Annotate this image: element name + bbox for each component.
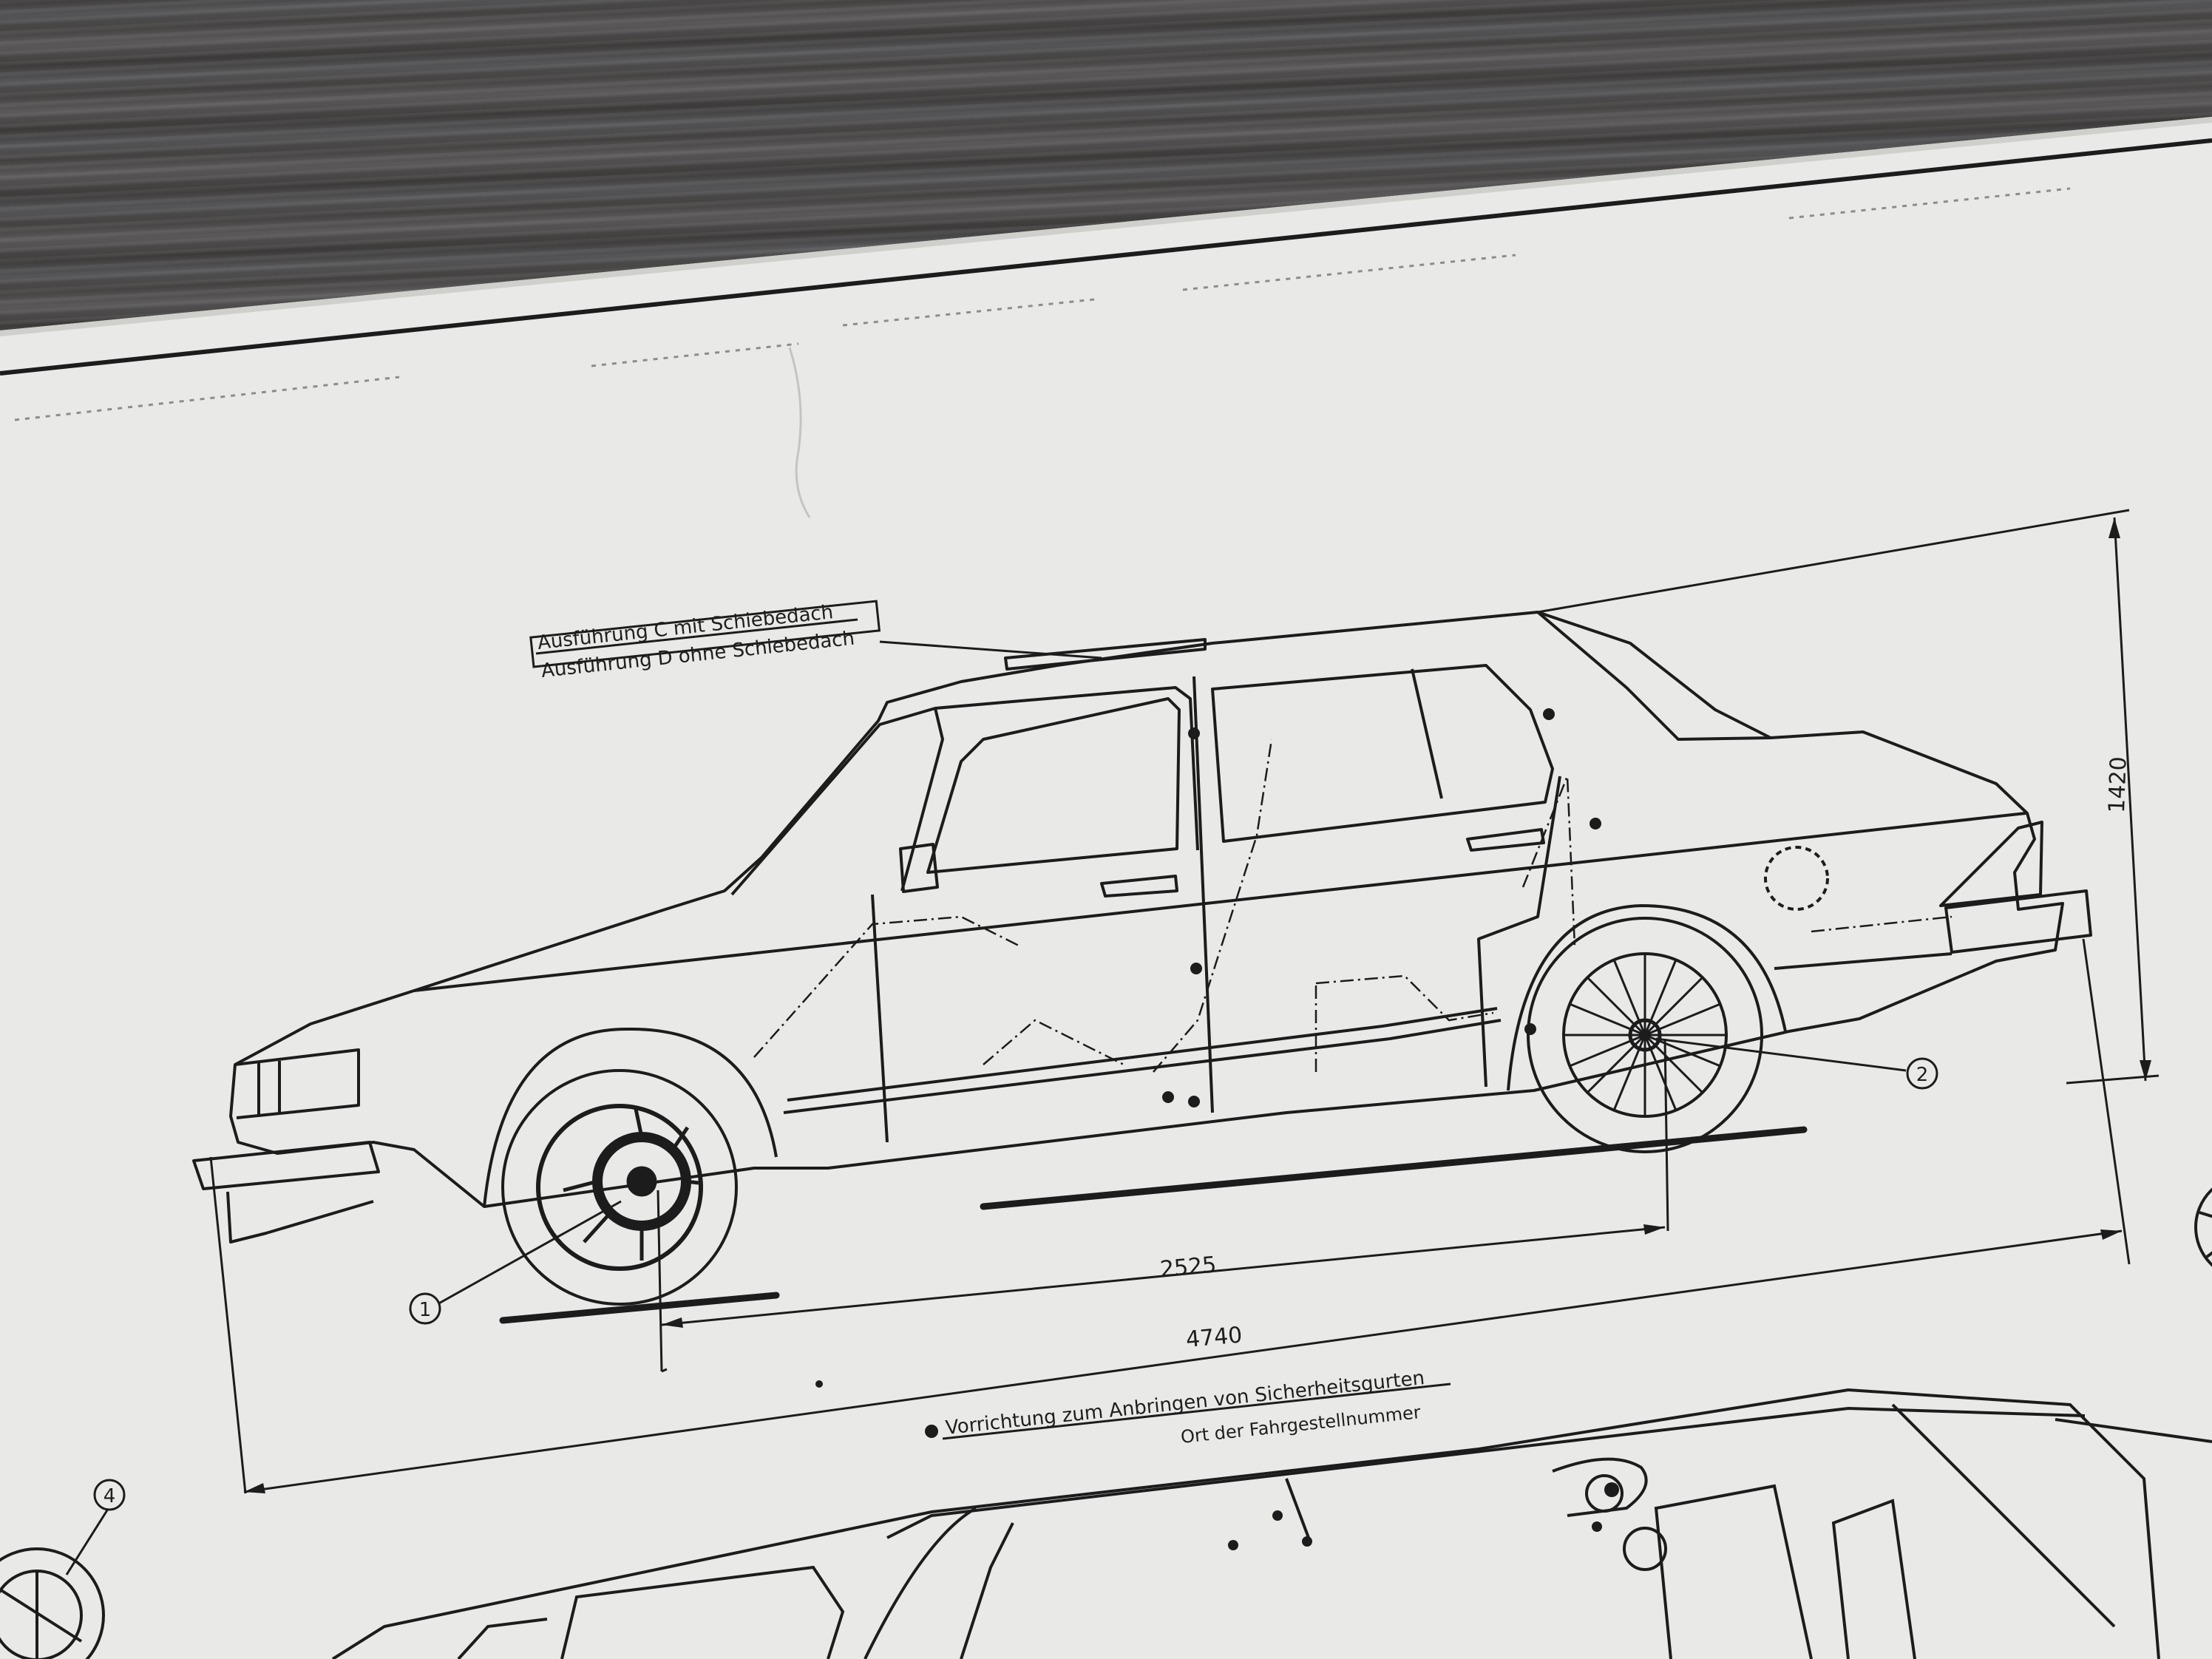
callout-1: 1 [409,1200,622,1325]
paper-shadow-edge [0,117,2212,336]
sheet-border-line [0,138,2212,376]
seatbelt-anchor-dots [815,708,1601,1388]
length-dimension-label: 4740 [1185,1322,1244,1353]
svg-text:2: 2 [1916,1064,1929,1086]
partial-wheel-left [0,1547,105,1659]
front-wheel [501,1069,738,1306]
wheelbase-dimension [657,1038,1669,1372]
wheelbase-dimension-label: 2525 [1159,1252,1218,1283]
hidden-structure-lines [753,739,1953,1073]
svg-text:4: 4 [104,1485,116,1507]
height-dimension [1537,509,2160,1085]
partial-wheel-right [2194,1187,2212,1267]
callout-4: 4 [65,1479,126,1575]
height-dimension-label: 1420 [2104,756,2132,814]
faint-header-marks [14,187,2071,421]
top-view-dots [1228,1482,1619,1550]
legend-bullet [925,1425,938,1438]
paper-crease [788,347,811,518]
paper-sheet [0,117,2212,1659]
rear-wheel [1527,917,1763,1153]
note-underline [535,618,858,655]
car-top-view [331,1388,2212,1659]
sunroof-leader-line [879,640,1102,659]
callout-2: 2 [1655,1037,1938,1090]
car-side-view [192,611,2092,1244]
svg-text:1: 1 [419,1299,432,1321]
length-dimension [209,938,2131,1494]
sunroof-note-d-box [529,600,881,668]
